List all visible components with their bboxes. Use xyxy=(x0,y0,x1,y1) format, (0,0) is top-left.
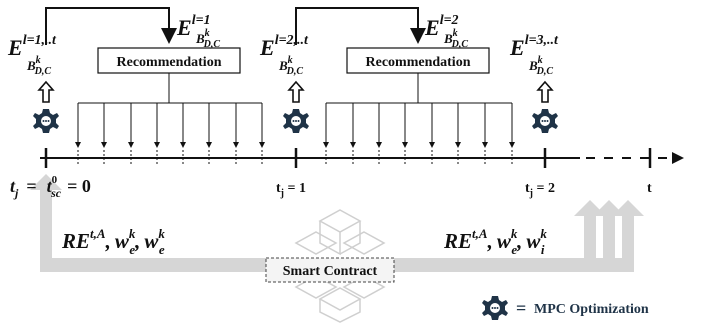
time-label-1: tj = 1 xyxy=(276,181,306,199)
legend-label: MPC Optimization xyxy=(534,302,649,317)
distribution-comb-1 xyxy=(75,73,265,148)
recommendation-box-1: Recommendation xyxy=(97,47,241,74)
gear-icon xyxy=(33,109,59,133)
energy-label-4: El=2 xyxy=(424,13,459,40)
feedback-loop-1 xyxy=(45,7,177,45)
data-flow-arrow xyxy=(30,174,644,272)
up-arrow-icon xyxy=(537,81,553,103)
gear-icon xyxy=(482,296,508,320)
smart-contract-label: Smart Contract xyxy=(283,264,378,279)
distribution-comb-2 xyxy=(323,73,515,148)
gear-icon xyxy=(532,109,558,133)
up-arrow-icon xyxy=(38,81,54,103)
legend: = MPC Optimization xyxy=(482,296,649,320)
up-arrow-icon xyxy=(288,81,304,103)
recommendation-label: Recommendation xyxy=(117,55,222,70)
recommendation-label: Recommendation xyxy=(366,55,471,70)
feedback-loop-2 xyxy=(295,7,426,45)
time-label-2: tj = 2 xyxy=(525,181,555,199)
energy-label-3: El=2,..t xyxy=(259,33,309,60)
energy-label-2: El=1 xyxy=(176,13,211,40)
energy-label-5: El=3,..t xyxy=(509,33,559,60)
recommendation-box-2: Recommendation xyxy=(346,47,490,74)
blockchain-cubes-icon xyxy=(294,209,386,323)
time-label-end: t xyxy=(647,181,652,196)
legend-equals: = xyxy=(516,298,526,318)
gear-icon xyxy=(283,109,309,133)
energy-label-1: El=1,..t xyxy=(7,33,57,60)
smart-contract-box: Smart Contract xyxy=(265,257,395,283)
timeline xyxy=(40,148,684,168)
